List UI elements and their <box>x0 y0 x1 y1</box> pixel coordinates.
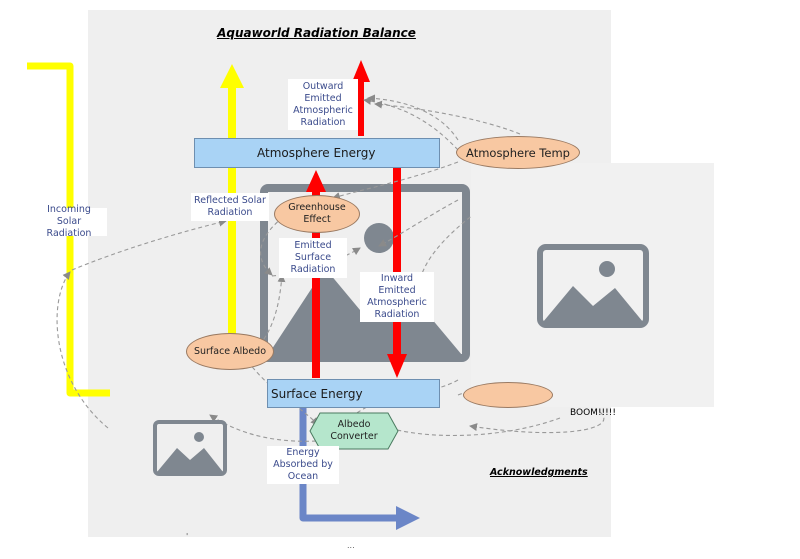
tick-mark-text: ' <box>186 532 189 541</box>
acknowledgments-link[interactable]: Acknowledgments <box>490 467 588 478</box>
incoming-solar-radiation-label: Incoming Solar Radiation <box>31 204 107 239</box>
reflected-solar-radiation-label: Reflected Solar Radiation <box>191 193 269 221</box>
obscured-variable[interactable] <box>463 382 553 408</box>
albedo-converter-shape <box>309 412 399 450</box>
inward-emitted-arrowhead <box>387 354 407 378</box>
emitted-surface-radiation-label: Emitted Surface Radiation <box>279 238 347 278</box>
reflected-solar-arrowhead <box>220 64 244 88</box>
diagram-title: Aquaworld Radiation Balance <box>217 26 416 40</box>
atmosphere-temp-variable[interactable]: Atmosphere Temp <box>456 136 580 169</box>
albedo-converter-label[interactable]: Albedo Converter <box>330 419 378 442</box>
outward-emitted-arrowhead <box>352 60 370 82</box>
surface-albedo-variable[interactable]: Surface Albedo <box>186 333 274 370</box>
image-placeholder-icon <box>537 244 649 328</box>
atmosphere-energy-stock[interactable]: Atmosphere Energy <box>194 138 440 168</box>
surface-energy-stock[interactable]: Surface Energy <box>267 379 440 408</box>
energy-absorbed-by-ocean-label: Energy Absorbed by Ocean <box>267 446 339 484</box>
emitted-surface-arrowhead <box>306 170 326 192</box>
greenhouse-effect-variable[interactable]: Greenhouse Effect <box>274 195 360 233</box>
boom-text: BOOM!!!!! <box>570 408 616 418</box>
image-placeholder-panel <box>471 163 714 407</box>
inward-emitted-radiation-label: Inward Emitted Atmospheric Radiation <box>360 272 434 322</box>
image-placeholder-icon <box>153 420 227 476</box>
outward-emitted-radiation-label: Outward Emitted Atmospheric Radiation <box>288 79 358 130</box>
ellipsis-text: ... <box>347 541 355 550</box>
energy-absorbed-flow-pipe <box>299 408 398 522</box>
energy-absorbed-arrowhead <box>396 506 420 530</box>
